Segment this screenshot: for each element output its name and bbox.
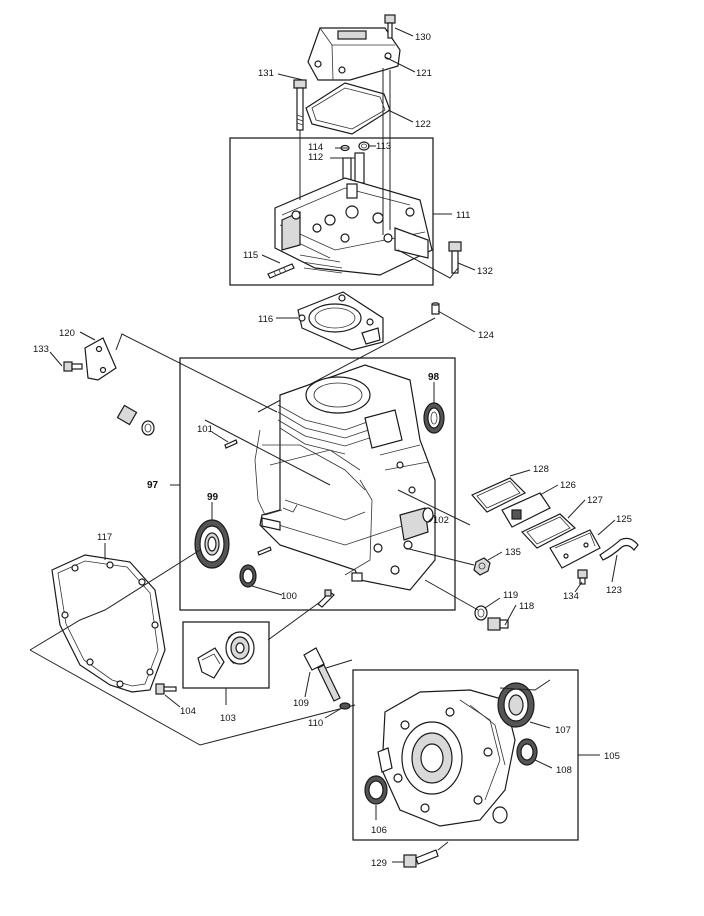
label-101: 101 — [197, 424, 213, 435]
stud-bolt-115 — [267, 263, 295, 279]
oil-seal-98 — [423, 402, 445, 434]
crankcase-group — [170, 357, 471, 611]
seal-102 — [422, 507, 434, 523]
label-119: 119 — [503, 590, 518, 601]
crankcase-cover — [377, 689, 516, 827]
label-128: 128 — [533, 464, 549, 475]
label-133: 133 — [33, 344, 49, 355]
label-104: 104 — [180, 706, 196, 717]
label-112: 112 — [308, 152, 323, 163]
label-131: 131 — [258, 68, 274, 79]
label-124: 124 — [478, 330, 494, 341]
label-108: 108 — [556, 765, 572, 776]
bearing-108 — [516, 738, 538, 766]
label-103: 103 — [220, 713, 236, 724]
breather-gasket-127 — [520, 513, 577, 549]
label-107: 107 — [555, 725, 571, 736]
drain-plug-118 — [487, 617, 509, 631]
cylinder-head — [274, 177, 433, 276]
bolt-130 — [384, 14, 396, 39]
head-gasket — [297, 291, 384, 351]
side-cover — [84, 337, 117, 381]
label-125: 125 — [616, 514, 632, 525]
pin-101 — [224, 439, 238, 449]
governor-gear — [225, 631, 255, 665]
bolt-133 — [63, 361, 83, 372]
breather-fitting — [116, 404, 155, 436]
label-110: 110 — [308, 718, 323, 729]
label-126: 126 — [560, 480, 576, 491]
label-114: 114 — [308, 142, 323, 153]
valve-cover — [307, 27, 401, 81]
label-113: 113 — [376, 141, 391, 152]
label-99: 99 — [207, 492, 219, 503]
cylinder-head-box — [229, 137, 434, 286]
label-115: 115 — [243, 250, 258, 261]
oil-seal-100 — [239, 564, 257, 588]
breather-parts-group — [404, 469, 639, 593]
label-129: 129 — [371, 858, 387, 869]
label-102: 102 — [433, 515, 449, 526]
label-130: 130 — [415, 32, 431, 43]
dowel-pin-124 — [431, 302, 440, 315]
breather-valve-126 — [501, 492, 551, 528]
crankcase-gasket-117 — [51, 554, 166, 693]
governor-group — [182, 621, 270, 705]
cylinder-head-group — [229, 14, 476, 286]
bolt-134 — [577, 569, 588, 585]
bolt-132 — [448, 241, 462, 274]
label-127: 127 — [587, 495, 603, 506]
label-117: 117 — [97, 532, 112, 543]
label-111: 111 — [456, 210, 470, 221]
label-121: 121 — [416, 68, 432, 79]
governor-shaft — [317, 589, 335, 608]
part-number-labels: 97 98 99 100 101 102 103 104 105 106 107… — [33, 32, 632, 869]
label-122: 122 — [415, 119, 431, 130]
crankcase-cover-group — [352, 669, 600, 841]
label-105: 105 — [604, 751, 620, 762]
bearing-99 — [194, 519, 230, 569]
crankcase — [254, 364, 436, 591]
oil-seal-106 — [364, 775, 388, 805]
bolt-131 — [293, 79, 307, 131]
governor-weight — [197, 647, 225, 679]
nut-135 — [473, 557, 491, 576]
breather-gasket-128 — [471, 477, 527, 513]
label-116: 116 — [258, 314, 273, 325]
crankcase-box — [179, 357, 456, 611]
breather-tube-123 — [599, 537, 639, 561]
label-123: 123 — [606, 585, 622, 596]
valve-cover-gasket — [305, 82, 391, 135]
label-106: 106 — [371, 825, 387, 836]
label-97: 97 — [147, 480, 159, 491]
label-132: 132 — [477, 266, 493, 277]
label-134: 134 — [563, 591, 579, 602]
breather-cover-125 — [549, 529, 601, 569]
governor-box — [182, 621, 270, 689]
label-109: 109 — [293, 698, 309, 709]
bolt-104 — [155, 683, 177, 695]
label-118: 118 — [519, 601, 534, 612]
dipstick-109 — [303, 647, 341, 702]
o-ring-110 — [339, 702, 351, 710]
label-120: 120 — [59, 328, 75, 339]
bolt-129 — [403, 849, 439, 868]
label-100: 100 — [281, 591, 297, 602]
label-135: 135 — [505, 547, 521, 558]
label-98: 98 — [428, 372, 440, 383]
